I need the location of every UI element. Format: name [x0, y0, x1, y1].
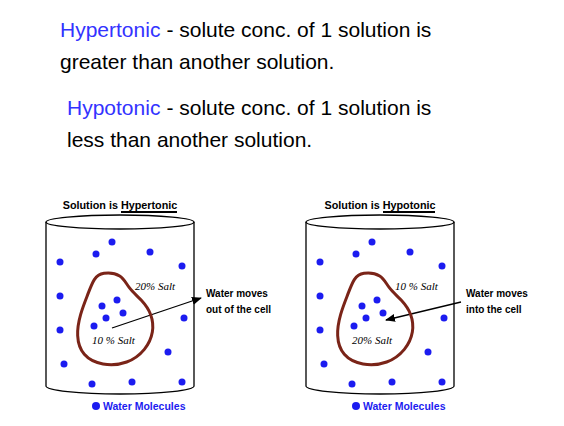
water-molecule	[317, 259, 324, 266]
water-molecule	[389, 379, 396, 386]
water-flow-arrow	[386, 302, 461, 320]
beaker-rim	[46, 215, 194, 229]
beaker-heading: Solution is Hypertonic	[40, 198, 200, 212]
water-molecule	[103, 315, 110, 322]
cell-outline	[332, 270, 416, 368]
water-molecules	[57, 239, 448, 388]
water-molecule	[57, 293, 64, 300]
water-molecule	[57, 259, 64, 266]
water-molecule	[93, 251, 100, 258]
cell-outline	[72, 270, 156, 368]
definition-paragraph: Hypotonic- solute conc. of 1 solution is…	[67, 92, 457, 156]
water-molecule	[441, 315, 448, 322]
cell-membrane	[78, 273, 153, 365]
water-molecule	[109, 239, 116, 246]
term-word: Hypotonic	[67, 96, 160, 119]
arrow-note: Water moves into the cell	[466, 286, 541, 318]
salt-concentration: 10 % Salt	[92, 334, 135, 347]
water-molecule	[147, 249, 154, 256]
water-molecule	[425, 349, 432, 356]
water-molecule	[439, 379, 446, 386]
water-molecule	[407, 249, 414, 256]
water-molecule	[374, 297, 381, 304]
water-molecule	[89, 381, 96, 388]
water-molecule	[120, 310, 127, 317]
beaker-heading: Solution is Hypotonic	[300, 198, 460, 212]
term-word: Hypertonic	[60, 18, 160, 41]
cell: 10 % Salt	[72, 270, 156, 368]
salt-concentration: 20% Salt	[352, 334, 392, 347]
legend-swatch	[352, 402, 360, 410]
heading-underline	[383, 211, 436, 213]
salt-concentration: 10 % Salt	[395, 280, 438, 293]
water-molecule	[99, 303, 106, 310]
water-molecule	[129, 379, 136, 386]
water-molecule	[317, 327, 324, 334]
beaker: Solution is Hypotonic 10 % Salt 20% Salt	[300, 196, 460, 398]
water-molecule	[181, 315, 188, 322]
water-molecule	[114, 297, 121, 304]
cell: 20% Salt	[332, 270, 416, 368]
water-molecule	[439, 263, 446, 270]
water-molecule	[91, 323, 98, 330]
water-molecule	[351, 323, 358, 330]
arrow-note: Water moves out of the cell	[206, 286, 281, 318]
beaker-outline	[40, 196, 200, 398]
water-molecule	[353, 251, 360, 258]
beaker-rim	[306, 215, 454, 229]
water-molecule	[359, 303, 366, 310]
water-molecule	[321, 361, 328, 368]
legend-swatch	[92, 402, 100, 410]
water-molecule	[363, 315, 370, 322]
beaker: Solution is Hypertonic 20% Salt 10 % Salt	[40, 196, 200, 398]
legend-text: Water Molecules	[363, 399, 445, 413]
water-molecule	[380, 310, 387, 317]
beaker-outline	[300, 196, 460, 398]
water-molecule	[179, 379, 186, 386]
beaker-wall	[306, 222, 454, 394]
water-molecule	[165, 349, 172, 356]
cell-membrane	[338, 273, 413, 365]
beaker-wall	[46, 222, 194, 394]
water-molecule	[317, 293, 324, 300]
salt-concentration: 20% Salt	[135, 280, 175, 293]
water-molecule	[61, 361, 68, 368]
water-molecule	[179, 263, 186, 270]
legend-text: Water Molecules	[103, 399, 185, 413]
water-flow-arrow	[112, 298, 201, 328]
water-molecule	[57, 327, 64, 334]
water-molecule	[369, 239, 376, 246]
heading-underline	[121, 211, 177, 213]
water-molecule	[349, 381, 356, 388]
definition-paragraph: Hypertonic- solute conc. of 1 solution i…	[60, 14, 460, 78]
